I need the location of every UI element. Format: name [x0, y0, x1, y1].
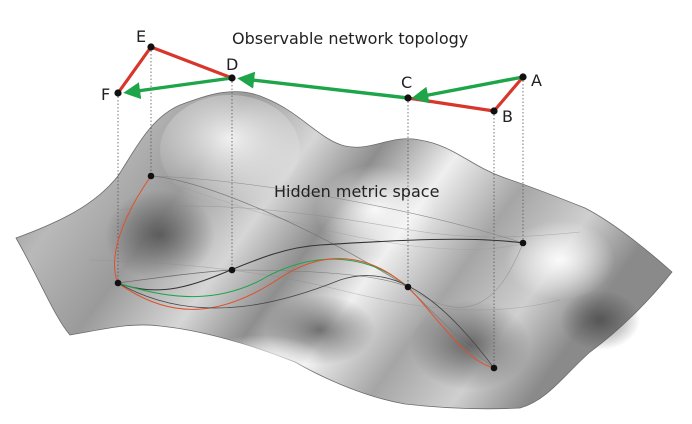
projection-lines — [117, 47, 524, 368]
node-E — [147, 43, 155, 51]
hidden-node-D — [228, 266, 236, 274]
geodesic-dark — [117, 238, 524, 291]
node-label-D: D — [226, 55, 238, 74]
hidden-node-B — [490, 364, 498, 372]
node-label-C: C — [401, 73, 412, 92]
edge-D-F — [123, 76, 233, 100]
hidden-geodesics — [114, 175, 524, 369]
middle-label: Hidden metric space — [274, 182, 439, 201]
node-label-B: B — [502, 107, 513, 126]
geodesic-gray-2 — [150, 175, 524, 244]
metric-surface — [15, 91, 673, 410]
hidden-node-A — [519, 239, 527, 247]
node-D — [228, 74, 236, 82]
node-F — [114, 89, 122, 97]
edge-B-C — [406, 96, 496, 113]
edge-D-E — [149, 45, 234, 80]
hidden-node-E — [147, 172, 155, 180]
geodesic-red — [114, 175, 495, 369]
geodesic-gray-3 — [117, 269, 233, 284]
node-label-F: F — [101, 85, 110, 104]
edge-A-C — [411, 75, 524, 104]
edge-A-B — [492, 75, 525, 113]
node-B — [490, 107, 498, 115]
edge-E-F — [116, 45, 153, 95]
node-label-E: E — [136, 27, 146, 46]
node-label-A: A — [531, 71, 542, 90]
geodesic-green — [117, 258, 409, 298]
geodesic-dark-2 — [117, 275, 495, 369]
observable-network: A B C D E F — [101, 27, 542, 126]
edge-C-D — [237, 71, 409, 100]
node-A — [519, 73, 527, 81]
hidden-node-F — [114, 279, 122, 287]
geodesic-gray-4 — [231, 269, 409, 288]
hidden-nodes — [114, 172, 527, 372]
hidden-node-C — [404, 283, 412, 291]
top-label: Observable network topology — [232, 29, 468, 48]
node-C — [404, 94, 412, 102]
